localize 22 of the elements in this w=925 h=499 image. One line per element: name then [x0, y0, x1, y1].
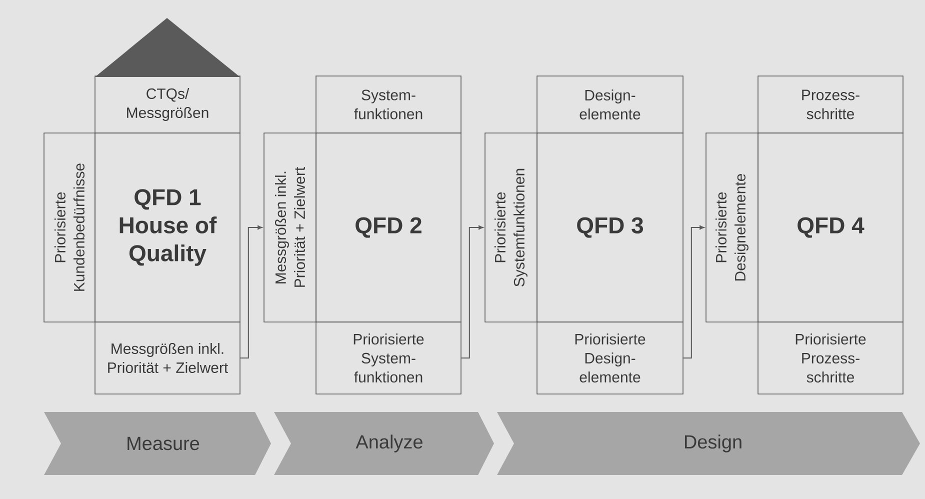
result-cell: Messgrößen inkl. Priorität + Zielwert	[94, 322, 240, 394]
matrix-cell: QFD 2	[316, 132, 462, 322]
phase-band: Analyze	[274, 412, 494, 475]
side-cell: Priorisierte Kundenbedürfnisse	[44, 132, 96, 322]
arrow	[460, 225, 484, 358]
arrow	[240, 225, 262, 358]
result-cell: Priorisierte System- funktionen	[316, 322, 462, 394]
result-cell: Priorisierte Prozess- schritte	[758, 322, 904, 394]
header-cell: Prozess- schritte	[758, 76, 904, 134]
header-cell: System- funktionen	[316, 76, 462, 134]
result-cell: Priorisierte Design- elemente	[536, 322, 684, 394]
matrix-cell: QFD 1 House of Quality	[94, 132, 240, 322]
phase-band: Design	[497, 412, 920, 475]
matrix-cell: QFD 4	[758, 132, 904, 322]
header-cell: CTQs/ Messgrößen	[94, 76, 240, 134]
arrow	[682, 225, 704, 358]
side-cell: Priorisierte Designelemente	[706, 132, 758, 322]
side-cell: Messgrößen inkl. Priorität + Zielwert	[264, 132, 316, 322]
phase-band: Measure	[44, 412, 271, 475]
matrix-cell: QFD 3	[536, 132, 684, 322]
header-cell: Design- elemente	[536, 76, 684, 134]
side-cell: Priorisierte Systemfunktionen	[484, 132, 538, 322]
